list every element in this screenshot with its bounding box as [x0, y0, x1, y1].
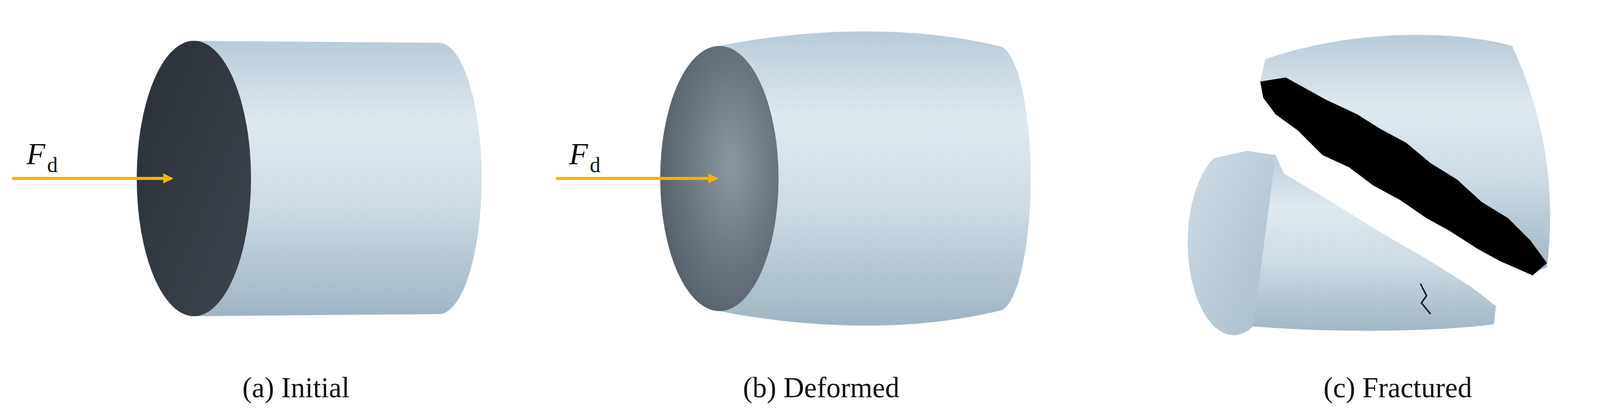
panel-caption: (a) Initial	[242, 373, 350, 402]
fractured-cylinder	[1187, 34, 1550, 336]
panel-caption: (b) Deformed	[742, 373, 900, 402]
initial-cylinder	[136, 40, 482, 317]
force-arrow	[555, 176, 717, 181]
panel-caption: (c) Fractured	[1323, 373, 1472, 402]
force-arrow	[12, 176, 172, 181]
force-subscript: d	[589, 154, 601, 176]
force-symbol: F	[26, 138, 46, 170]
force-subscript: d	[47, 154, 58, 176]
force-symbol: F	[569, 138, 588, 170]
